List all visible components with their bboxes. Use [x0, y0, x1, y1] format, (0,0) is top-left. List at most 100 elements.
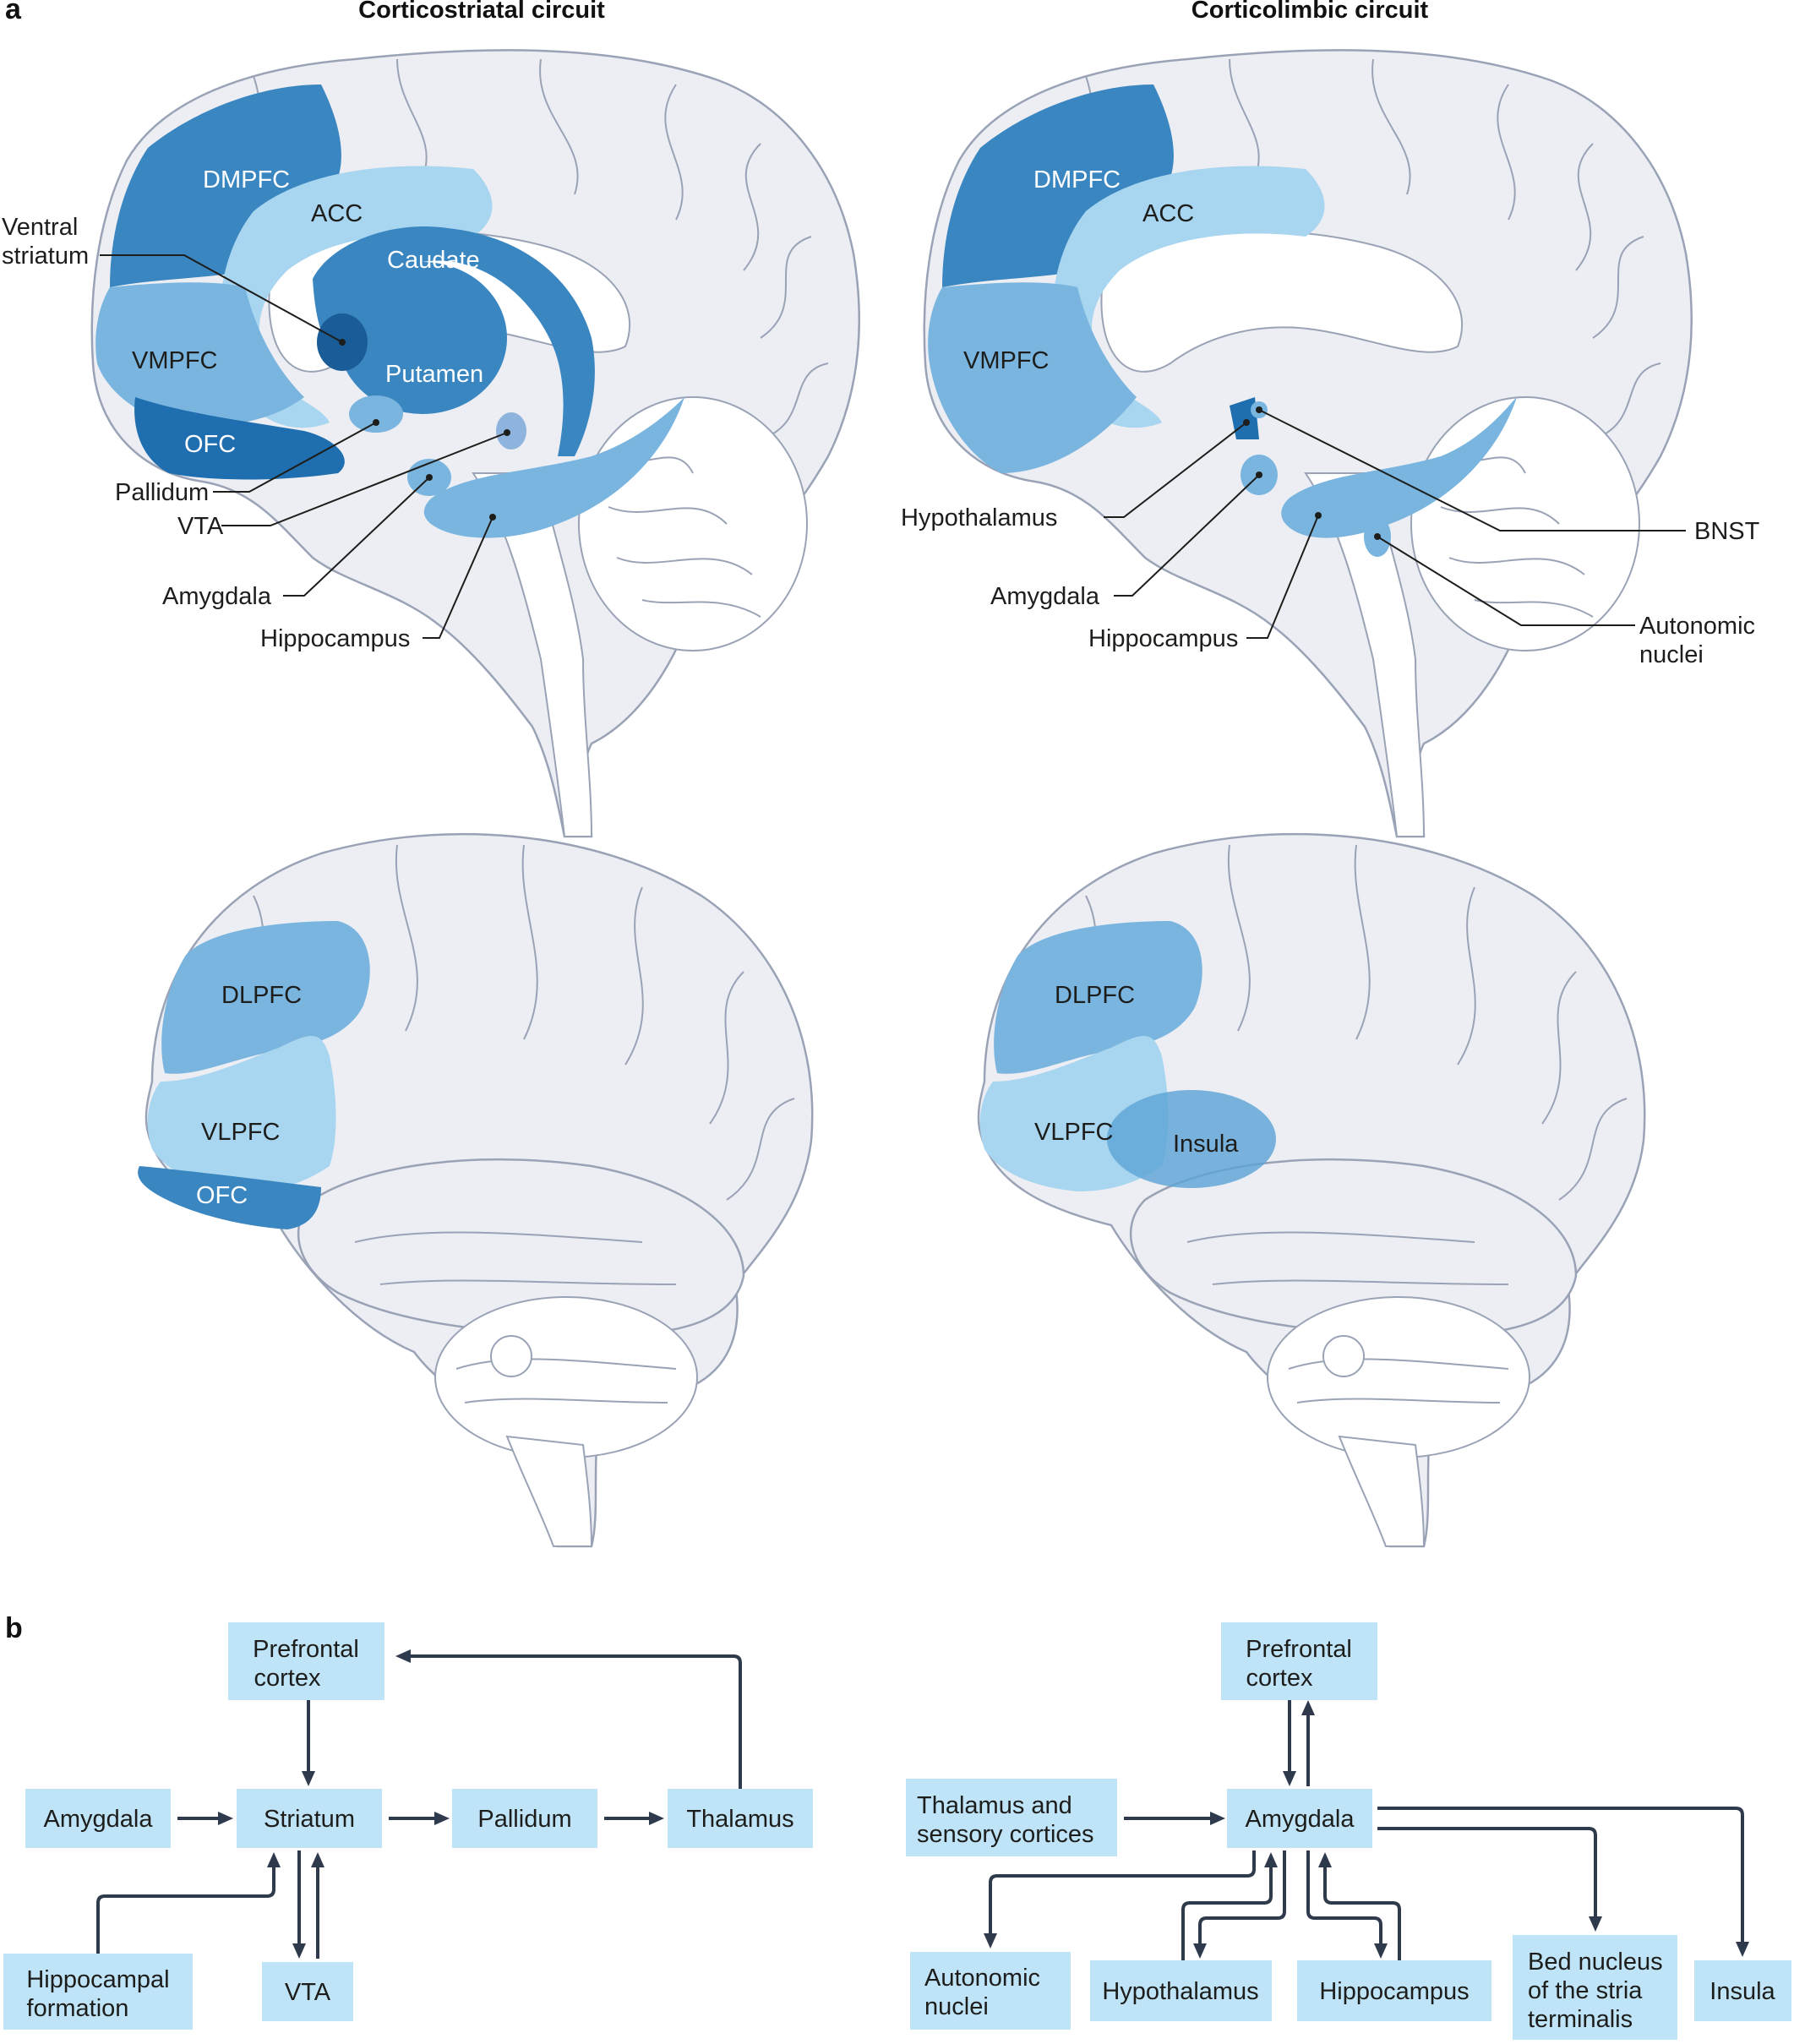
rf-thalamus-box: Thalamus and sensory cortices: [906, 1779, 1117, 1856]
right-flow-diagram: Prefrontal cortex Thalamus and sensory c…: [906, 1622, 1791, 2040]
lf-arrows: [96, 1649, 742, 1959]
rf-bed-nucleus-box: Bed nucleus of the stria terminalis: [1513, 1935, 1677, 2040]
rf-insula-box: Insula: [1694, 1960, 1791, 2021]
right-vlpfc-label: VLPFC: [1034, 1119, 1113, 1146]
rf-bed-text-1: Bed nucleus: [1528, 1949, 1663, 1976]
ventral-striatum-label-1: Ventral: [2, 214, 78, 241]
right-dmpfc-region: [942, 84, 1174, 287]
lf-striatum-box: Striatum: [237, 1789, 382, 1848]
lf-striatum-text: Striatum: [264, 1806, 355, 1833]
right-brainstem: [1304, 472, 1426, 837]
left-temporal-lobe: [297, 1158, 745, 1337]
rf-hypothalamus-box: Hypothalamus: [1090, 1960, 1272, 2021]
left-vmpfc-region: [95, 282, 304, 426]
right-hypothalamus-label: Hypothalamus: [901, 504, 1057, 531]
left-hippocampus-label: Hippocampus: [260, 625, 410, 652]
left-caudate-label: Caudate: [387, 247, 480, 274]
left-amygdala-label: Amygdala: [162, 583, 272, 610]
left-pallidum-label: Pallidum: [115, 479, 209, 506]
rf-hypothalamus-text: Hypothalamus: [1102, 1978, 1258, 2005]
left-vta-region: [496, 412, 526, 450]
rf-thalamus-text-2: sensory cortices: [917, 1821, 1094, 1848]
left-cerebellum: [578, 396, 808, 651]
rf-hippocampus-box: Hippocampus: [1297, 1960, 1491, 2021]
right-hippocampus-region: [1281, 397, 1517, 538]
left-vlpfc-label: VLPFC: [201, 1119, 280, 1146]
rf-autonomic-text-1: Autonomic: [924, 1965, 1040, 1992]
panel-b-letter: b: [5, 1612, 23, 1644]
lf-vta-box: VTA: [262, 1962, 353, 2021]
right-insula-label: Insula: [1173, 1131, 1239, 1158]
rf-autonomic-text-2: nuclei: [924, 1993, 989, 2020]
right-hippocampus-label: Hippocampus: [1088, 625, 1238, 652]
left-putamen-region: [338, 262, 507, 414]
left-lateral-brainstem: [505, 1435, 593, 1547]
left-vta-label: VTA: [177, 513, 224, 540]
left-vlpfc-region: [147, 1036, 336, 1191]
right-autonomic-label-1: Autonomic: [1639, 613, 1755, 640]
ventral-striatum-label-2: striatum: [2, 243, 89, 270]
lf-pallidum-text: Pallidum: [477, 1806, 571, 1833]
lf-amygdala-text: Amygdala: [44, 1806, 154, 1833]
right-acc-region: [1052, 166, 1325, 428]
lf-thalamus-box: Thalamus: [668, 1789, 813, 1848]
rf-prefrontal-box: Prefrontal cortex: [1221, 1622, 1377, 1700]
right-lateral-brainstem: [1338, 1435, 1426, 1547]
right-acc-label: ACC: [1142, 200, 1194, 227]
left-pallidum-region: [349, 395, 403, 433]
right-dlpfc-label: DLPFC: [1055, 982, 1135, 1009]
lf-amygdala-box: Amygdala: [25, 1789, 171, 1848]
left-ofc-lateral-region: [138, 1166, 321, 1229]
rf-amygdala-box: Amygdala: [1227, 1789, 1372, 1848]
right-medial-leaders: [1104, 406, 1686, 639]
lf-hippocampal-box: Hippocampal formation: [3, 1954, 193, 2030]
right-cerebellum: [1410, 396, 1640, 651]
lf-pallidum-box: Pallidum: [452, 1789, 597, 1848]
right-lateral-cerebellum: [1267, 1296, 1530, 1458]
left-dmpfc-label: DMPFC: [203, 166, 290, 193]
rf-hippocampus-text: Hippocampus: [1319, 1978, 1469, 2005]
left-dlpfc-region: [161, 921, 370, 1074]
left-lateral-cerebellum: [434, 1296, 698, 1458]
rf-amygdala-text: Amygdala: [1246, 1806, 1355, 1833]
rf-autonomic-box: Autonomic nuclei: [910, 1952, 1071, 2030]
left-acc-label: ACC: [311, 200, 363, 227]
lf-hippocampal-text-2: formation: [27, 1995, 129, 2022]
right-autonomic-label-2: nuclei: [1639, 641, 1704, 668]
left-putamen-label: Putamen: [385, 361, 483, 388]
rf-prefrontal-text-1: Prefrontal: [1246, 1636, 1352, 1663]
right-dmpfc-label: DMPFC: [1033, 166, 1121, 193]
panel-a-letter: a: [5, 0, 21, 25]
rf-bed-text-3: terminalis: [1528, 2006, 1633, 2033]
lf-thalamus-text: Thalamus: [686, 1806, 793, 1833]
left-caudate-region: [313, 226, 595, 456]
left-brainstem: [472, 472, 593, 837]
right-medial-brain: [923, 49, 1693, 838]
right-dlpfc-region: [994, 921, 1202, 1074]
lf-vta-text: VTA: [285, 1979, 331, 2006]
right-vmpfc-region: [928, 282, 1137, 473]
left-flow-diagram: Prefrontal cortex Amygdala Striatum Pall…: [3, 1622, 813, 2030]
left-ofc-lateral-label: OFC: [196, 1182, 248, 1209]
left-dlpfc-label: DLPFC: [221, 982, 302, 1009]
left-dmpfc-region: [110, 84, 341, 287]
right-bnst-label: BNST: [1694, 518, 1760, 545]
left-ofc-label: OFC: [184, 431, 236, 458]
left-lateral-brain: [138, 832, 814, 1548]
left-hippocampus-region: [423, 397, 684, 538]
corticostriatal-title: Corticostriatal circuit: [358, 0, 605, 24]
left-medial-brain: [90, 49, 860, 838]
lf-hippocampal-text-1: Hippocampal: [26, 1966, 169, 1993]
lf-prefrontal-box: Prefrontal cortex: [228, 1622, 384, 1700]
rf-prefrontal-text-2: cortex: [1246, 1665, 1313, 1692]
left-vmpfc-label: VMPFC: [132, 347, 218, 374]
rf-arrows: [984, 1700, 1749, 1960]
lf-prefrontal-text-2: cortex: [254, 1665, 321, 1692]
rf-thalamus-text-1: Thalamus and: [917, 1792, 1072, 1819]
right-lateral-brain: [977, 832, 1646, 1548]
left-medial-leaders: [100, 254, 510, 639]
rf-insula-text: Insula: [1709, 1978, 1775, 2005]
right-insula-region: [1107, 1090, 1276, 1188]
corticolimbic-title: Corticolimbic circuit: [1191, 0, 1429, 24]
